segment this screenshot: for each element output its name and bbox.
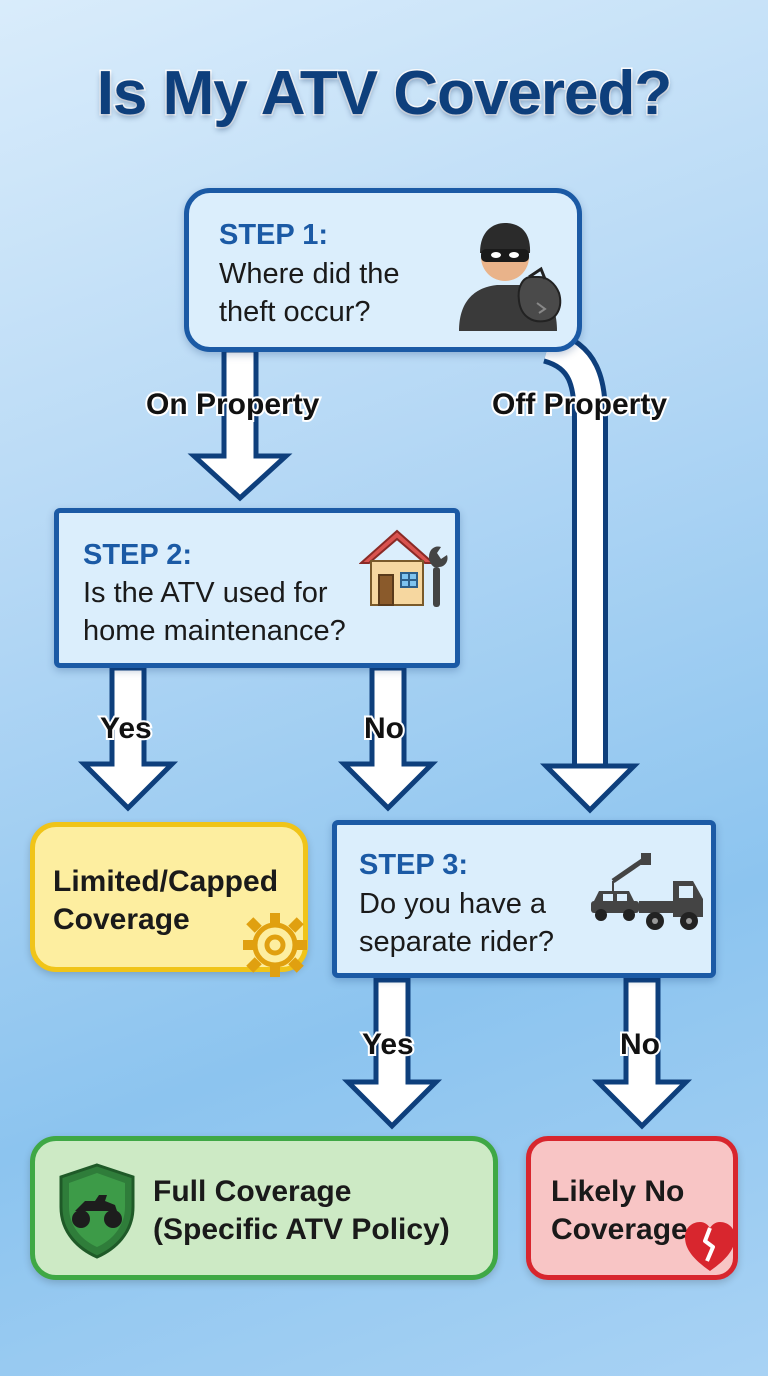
step2-label: STEP 2:	[83, 539, 193, 571]
step2-box: STEP 2: Is the ATV used for home mainten…	[54, 508, 460, 668]
thief-icon	[459, 223, 562, 331]
arrow-step3-yes	[341, 977, 443, 1130]
step1-box: STEP 1: Where did the theft occur?	[184, 188, 582, 352]
step3-question: Do you have a separate rider?	[359, 888, 555, 958]
gear-icon	[243, 913, 307, 977]
result-none-box: Likely No Coverage	[526, 1136, 738, 1280]
arrow-step2-yes	[77, 665, 179, 812]
step2-question: Is the ATV used for home maintenance?	[83, 577, 346, 647]
edge-label-on-property: On Property	[144, 386, 321, 423]
broken-heart-icon	[685, 1222, 735, 1271]
edge-label-step3-no: No	[618, 1026, 662, 1063]
step3-label: STEP 3:	[359, 849, 469, 881]
edge-label-step2-no: No	[362, 710, 406, 747]
result-limited-text: Limited/Capped Coverage	[53, 865, 279, 936]
step1-label: STEP 1:	[219, 219, 329, 251]
tow-truck-icon	[591, 853, 703, 930]
result-limited-box: Limited/Capped Coverage	[30, 822, 308, 977]
result-none-text: Likely No Coverage	[551, 1175, 688, 1246]
edge-label-step3-yes: Yes	[360, 1026, 416, 1063]
arrow-step2-no	[337, 665, 439, 812]
arrow-off-property-head	[539, 763, 641, 814]
edge-label-off-property: Off Property	[490, 386, 669, 423]
arrow-step3-no	[591, 977, 693, 1130]
step3-box: STEP 3: Do you have a separate rider?	[332, 820, 716, 978]
house-wrench-icon	[359, 529, 448, 607]
step1-question: Where did the theft occur?	[219, 258, 400, 328]
arrow-on-property	[187, 347, 293, 502]
shield-atv-icon	[59, 1163, 135, 1259]
result-full-box: Full Coverage (Specific ATV Policy)	[30, 1136, 498, 1280]
page-title: Is My ATV Covered?	[95, 58, 674, 130]
edge-label-step2-yes: Yes	[98, 710, 154, 747]
result-full-text: Full Coverage (Specific ATV Policy)	[153, 1175, 450, 1246]
